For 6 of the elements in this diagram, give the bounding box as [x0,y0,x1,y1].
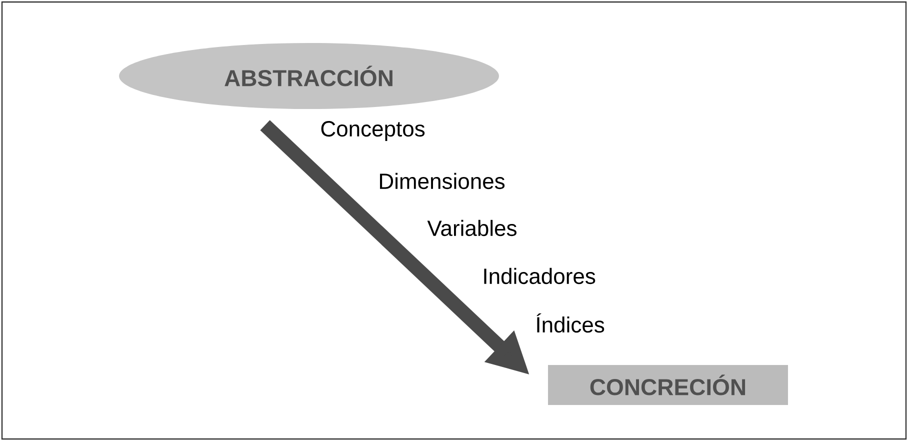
step-label: Indicadores [484,268,596,284]
ellipse-node: ABSTRACCIÓN [119,43,499,109]
label-box: CONCRECIÓN [548,365,788,405]
step-label: Variables [427,220,516,236]
step-label: Índices [536,313,604,333]
step-label: Dimensiones [380,172,505,190]
